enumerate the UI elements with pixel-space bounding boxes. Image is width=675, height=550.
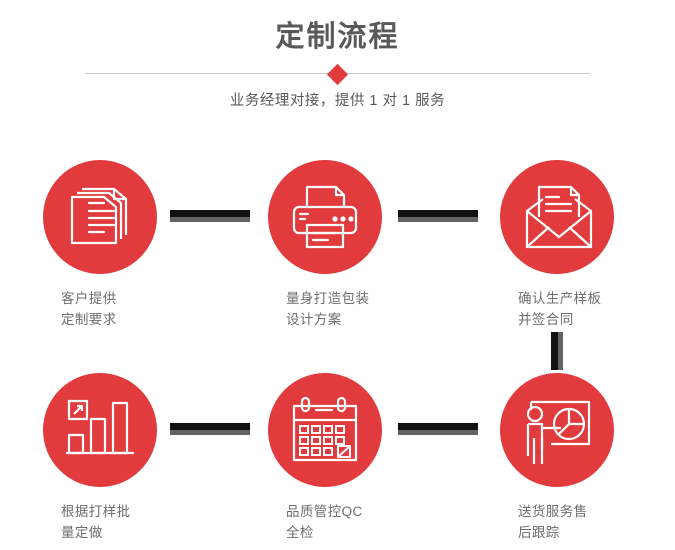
step-3-caption: 确认生产样板 并签合同 — [518, 291, 602, 327]
connector-step2-step3 — [398, 210, 478, 222]
documents-stack-icon — [70, 187, 128, 245]
step-4-icon-circle — [43, 373, 157, 487]
page-title: 定制流程 — [275, 21, 400, 53]
presenter-pie-chart-icon — [526, 400, 591, 464]
connector-shadow — [170, 430, 250, 435]
step-1-caption: 客户提供 定制要求 — [61, 291, 117, 327]
process-flow: 客户提供 定制要求 — [0, 140, 675, 550]
connector-bar — [551, 332, 558, 370]
connector-shadow — [170, 217, 250, 222]
step-5-icon-circle — [268, 373, 382, 487]
connector-step1-step2 — [170, 210, 250, 222]
connector-step3-step6 — [551, 332, 563, 370]
step-6-icon-circle — [500, 373, 614, 487]
connector-step5-step6 — [398, 423, 478, 435]
page-subtitle: 业务经理对接，提供 1 对 1 服务 — [229, 93, 446, 109]
diamond-icon — [326, 63, 349, 85]
step-2-icon-circle — [268, 160, 382, 274]
title-divider — [85, 63, 590, 85]
connector-shadow — [398, 217, 478, 222]
printer-icon — [292, 185, 358, 249]
connector-bar — [170, 423, 250, 430]
envelope-letter-icon — [525, 185, 593, 249]
bar-chart-growth-icon — [65, 399, 135, 455]
connector-bar — [398, 210, 478, 217]
page-header: 定制流程 业务经理对接，提供 1 对 1 服务 — [0, 0, 675, 140]
connector-bar — [398, 423, 478, 430]
step-2-caption: 量身打造包装 设计方案 — [286, 291, 370, 327]
connector-shadow — [398, 430, 478, 435]
calendar-check-icon — [292, 396, 358, 462]
connector-bar — [170, 210, 250, 217]
step-4-caption: 根据打样批 量定做 — [61, 504, 131, 540]
connector-step4-step5 — [170, 423, 250, 435]
connector-shadow — [558, 332, 563, 370]
step-5-caption: 品质管控QC 全检 — [286, 504, 363, 540]
step-3-icon-circle — [500, 160, 614, 274]
step-6-caption: 送货服务售 后跟踪 — [518, 504, 588, 540]
step-1-icon-circle — [43, 160, 157, 274]
